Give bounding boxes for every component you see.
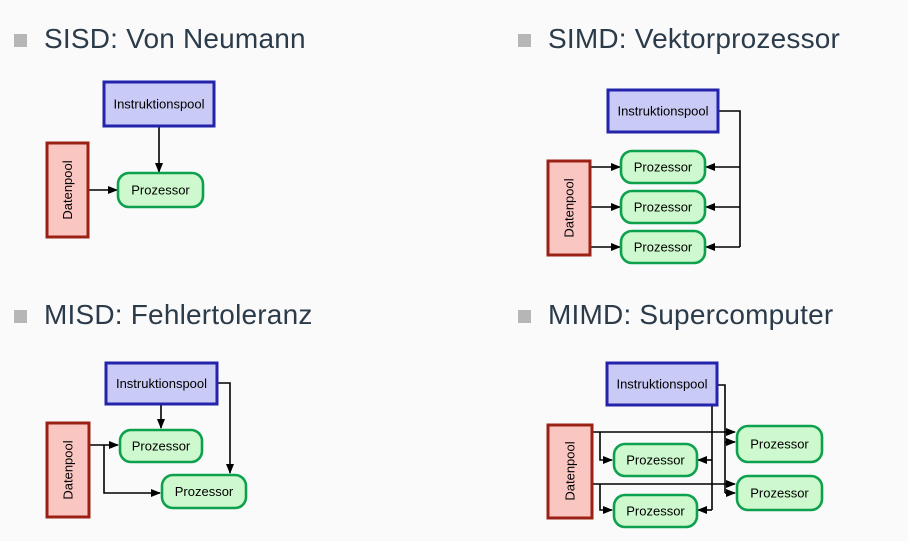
sisd-instruction-pool: Instruktionspool: [102, 80, 216, 128]
misd-processor-1: Prozessor: [118, 428, 204, 464]
misd-processor-2: Prozessor: [160, 473, 248, 510]
misd-instruction-pool-label: Instruktionspool: [116, 376, 207, 391]
mimd-processor-outer-2-label: Prozessor: [750, 486, 809, 501]
heading-sisd: SISD: Von Neumann: [14, 23, 306, 55]
misd-data-arrow-2: [103, 445, 161, 497]
misd-instruction-pool: Instruktionspool: [104, 361, 219, 406]
sisd-data-pool: Datenpool: [45, 141, 90, 239]
mimd-processor-outer-1-label: Prozessor: [750, 437, 809, 452]
heading-simd: SIMD: Vektorprozessor: [518, 23, 840, 55]
mimd-instruction-pool: Instruktionspool: [605, 361, 719, 407]
misd-processor-1-label: Prozessor: [132, 439, 191, 454]
misd-instruction-arrow-2: [217, 382, 234, 474]
bullet-square-icon: [14, 310, 27, 323]
simd-processor-2-label: Prozessor: [634, 200, 693, 215]
mimd-instruction-pool-label: Instruktionspool: [616, 377, 707, 392]
heading-simd-label: SIMD: Vektorprozessor: [548, 23, 841, 54]
mimd-instruction-trunk-right: [717, 384, 726, 493]
bullet-square-icon: [518, 34, 531, 47]
mimd-processor-inner-1: Prozessor: [612, 442, 699, 478]
heading-sisd-label: SISD: Von Neumann: [44, 23, 306, 54]
sisd-data-pool-label: Datenpool: [60, 160, 75, 219]
diagram-simd: Instruktionspool Datenpool Prozessor Pro…: [546, 88, 741, 265]
diagram-sisd: Instruktionspool Datenpool Prozessor: [45, 80, 216, 239]
mimd-data-arrow-left-1: [599, 432, 613, 464]
bullet-square-icon: [518, 310, 531, 323]
heading-misd: MISD: Fehlertoleranz: [14, 299, 313, 331]
heading-mimd: MIMD: Supercomputer: [518, 299, 833, 331]
simd-data-pool-label: Datenpool: [562, 178, 577, 237]
heading-mimd-label: MIMD: Supercomputer: [548, 299, 834, 330]
mimd-processor-outer-2: Prozessor: [735, 474, 824, 512]
mimd-data-arrow-left-2: [599, 484, 613, 514]
simd-processor-2: Prozessor: [619, 189, 707, 225]
diagram-mimd: Instruktionspool Datenpool Prozessor Pro…: [546, 361, 824, 529]
misd-processor-2-label: Prozessor: [175, 484, 234, 499]
diagram-misd: Instruktionspool Datenpool Prozessor Pro…: [45, 361, 248, 519]
bullet-square-icon: [14, 34, 27, 47]
misd-data-pool-label: Datenpool: [61, 440, 76, 499]
sisd-processor: Prozessor: [116, 171, 205, 209]
mimd-processor-inner-1-label: Prozessor: [626, 453, 685, 468]
mimd-data-pool-label: Datenpool: [563, 441, 578, 500]
misd-data-pool: Datenpool: [45, 421, 91, 519]
mimd-data-pool: Datenpool: [546, 423, 594, 520]
sisd-instruction-pool-label: Instruktionspool: [113, 97, 204, 112]
simd-instruction-trunk: [718, 110, 741, 247]
mimd-processor-inner-2-label: Prozessor: [626, 504, 685, 519]
heading-misd-label: MISD: Fehlertoleranz: [44, 299, 313, 330]
simd-processor-3: Prozessor: [619, 229, 707, 265]
sisd-processor-label: Prozessor: [131, 183, 190, 198]
simd-instruction-pool: Instruktionspool: [606, 88, 720, 134]
mimd-processor-outer-1: Prozessor: [735, 424, 824, 464]
simd-instruction-pool-label: Instruktionspool: [617, 104, 708, 119]
simd-processor-1: Prozessor: [619, 149, 707, 185]
simd-processor-3-label: Prozessor: [634, 240, 693, 255]
mimd-processor-inner-2: Prozessor: [612, 493, 699, 529]
simd-processor-1-label: Prozessor: [634, 160, 693, 175]
simd-data-pool: Datenpool: [546, 159, 592, 257]
